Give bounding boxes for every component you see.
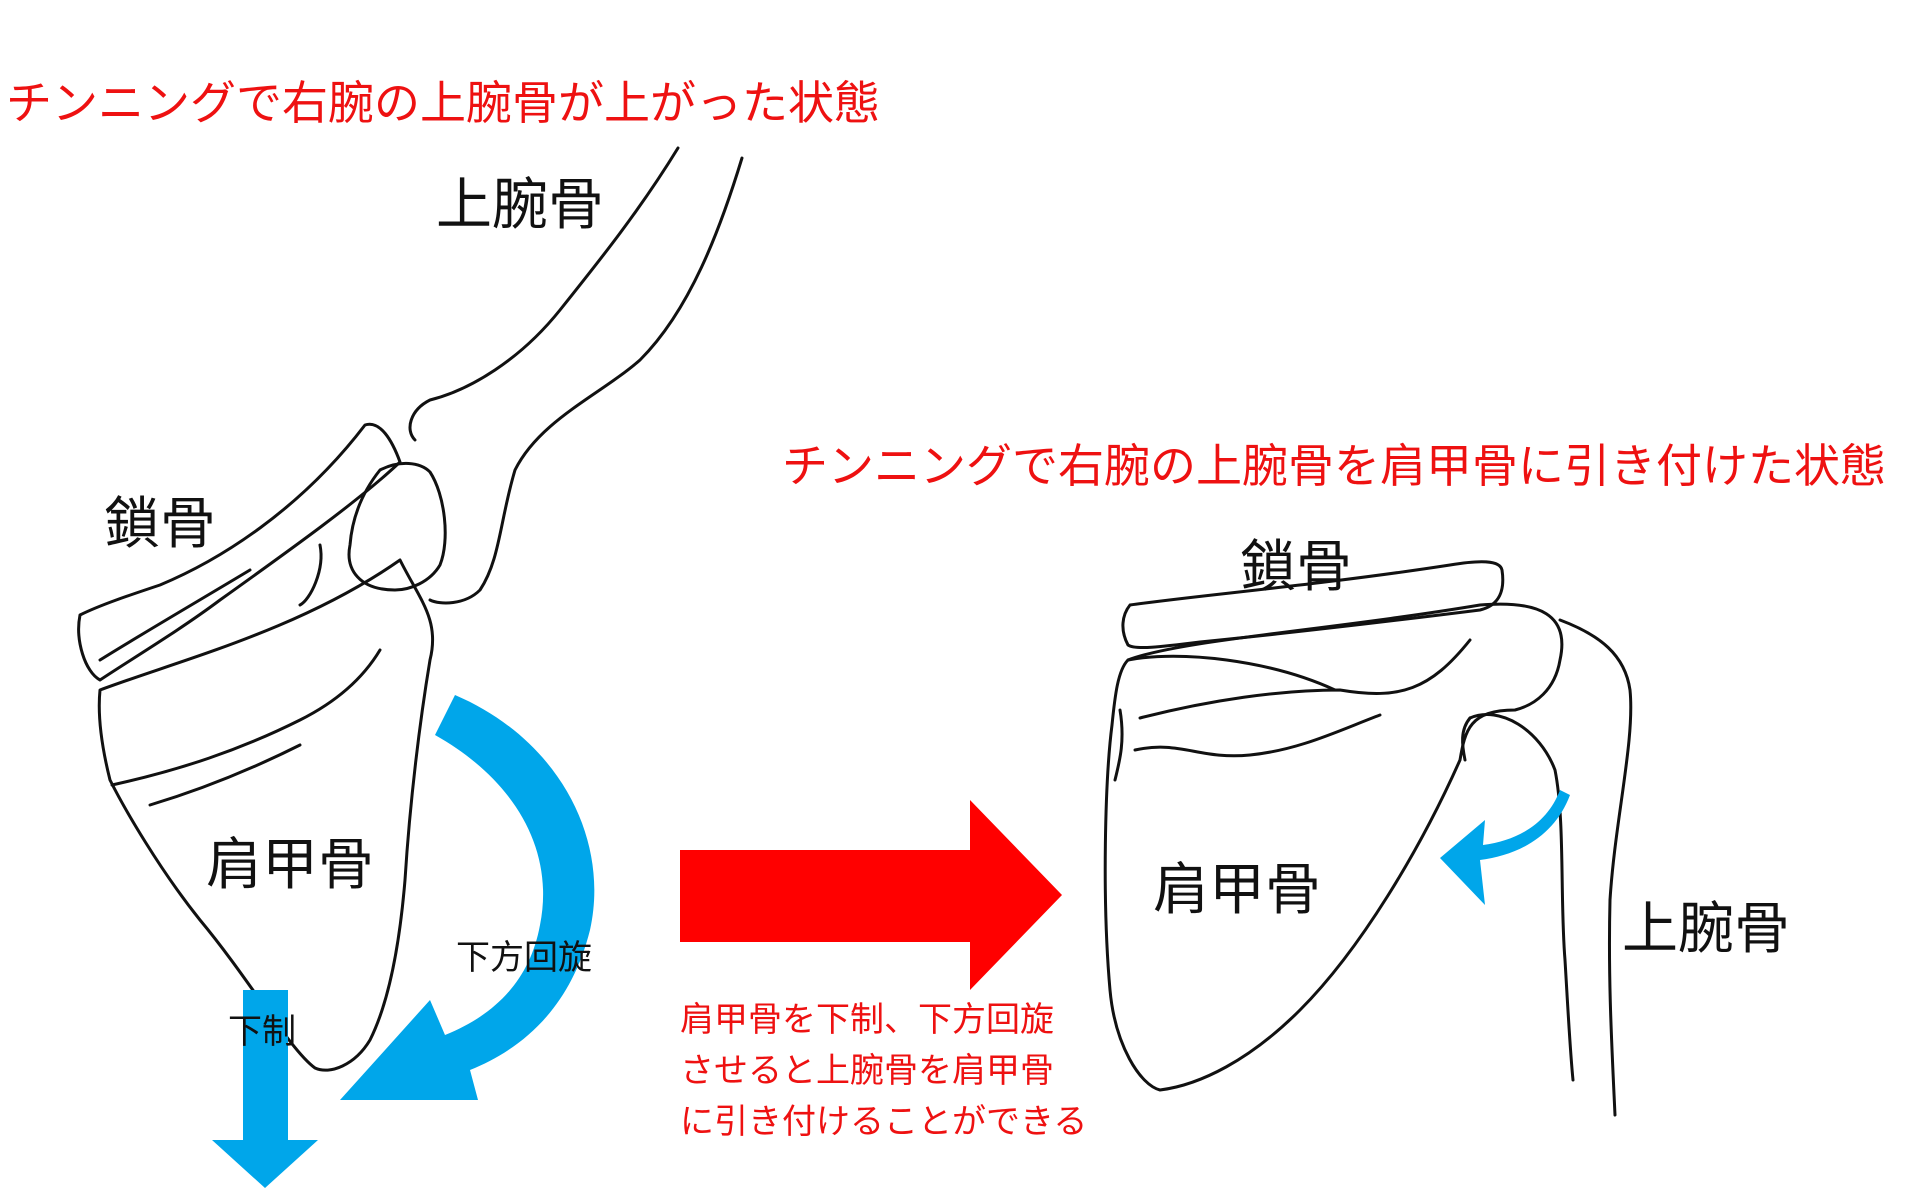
right-clavicle-label: 鎖骨	[1240, 540, 1352, 596]
transition-arrow	[680, 800, 1062, 990]
note-line: に引き付けることができる	[680, 1097, 1087, 1148]
explanation-note: 肩甲骨を下制、下方回旋 させると上腕骨を肩甲骨 に引き付けることができる	[680, 995, 1087, 1148]
right-pull-arrow	[1440, 790, 1570, 905]
depression-label: 下制	[228, 1015, 296, 1049]
left-scapula-label: 肩甲骨	[206, 838, 374, 894]
left-humerus-label: 上腕骨	[436, 178, 604, 234]
left-humeral-head	[349, 463, 445, 590]
rotation-label: 下方回旋	[456, 941, 592, 975]
right-title: チンニングで右腕の上腕骨を肩甲骨に引き付けた状態	[782, 443, 1886, 489]
right-humerus-outline	[1463, 620, 1631, 1115]
right-humerus-label: 上腕骨	[1622, 902, 1790, 958]
left-title: チンニングで右腕の上腕骨が上がった状態	[6, 80, 880, 126]
left-clavicle-label: 鎖骨	[104, 497, 216, 553]
left-rotation-arrow	[340, 695, 594, 1100]
note-line: させると上腕骨を肩甲骨	[680, 1046, 1087, 1097]
right-scapula-label: 肩甲骨	[1153, 863, 1321, 919]
note-line: 肩甲骨を下制、下方回旋	[680, 995, 1087, 1046]
